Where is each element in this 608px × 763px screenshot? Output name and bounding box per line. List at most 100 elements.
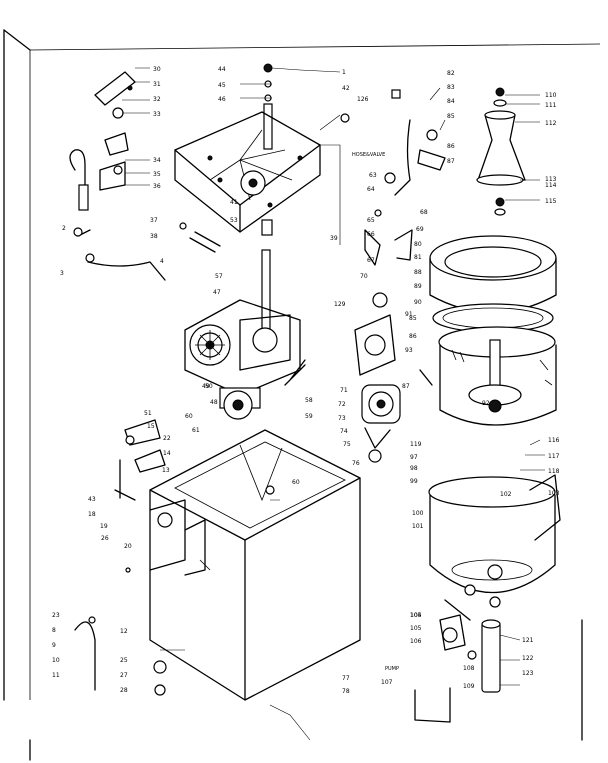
part-label: 77 (342, 675, 350, 682)
part-label: 8 (52, 627, 56, 634)
part-label: 105 (410, 625, 422, 632)
hose-valve-callout: HOSE&VALVE (352, 152, 385, 158)
part-label: 12 (120, 628, 128, 635)
part-label: 61 (192, 427, 200, 434)
part-label: 4 (160, 258, 164, 265)
part-label: 70 (360, 273, 368, 280)
leader-lines (122, 67, 545, 741)
part-label: 10 (52, 657, 60, 664)
wash-basket-and-ring (429, 235, 557, 426)
part-label: 114 (545, 182, 557, 189)
part-label: 116 (548, 437, 560, 444)
part-label: 108 (463, 665, 475, 672)
part-label: 59 (305, 413, 313, 420)
part-label: 87 (402, 383, 410, 390)
part-label: 97 (410, 454, 418, 461)
part-label: 30 (153, 66, 161, 73)
part-label: 101 (412, 523, 424, 530)
part-label: 58 (305, 397, 313, 404)
part-label: 2 (62, 225, 66, 232)
part-label: 129 (334, 301, 346, 308)
part-label: 49 (202, 383, 210, 390)
part-label: 9 (52, 642, 56, 649)
part-label: 64 (367, 186, 375, 193)
part-label: 76 (352, 460, 360, 467)
part-label: 45 (218, 82, 226, 89)
part-label: 46 (218, 96, 226, 103)
part-label: 32 (153, 96, 161, 103)
hose-and-valve-parts (340, 89, 471, 621)
part-label: 26 (101, 535, 109, 542)
part-label: 51 (144, 410, 152, 417)
part-label: 65 (367, 217, 375, 224)
part-label: 20 (124, 543, 132, 550)
part-labels-center: 126 129 39 48 50 85 87 86 71 72 73 74 75… (205, 96, 422, 695)
part-label: 60 (292, 479, 300, 486)
part-label: 43 (88, 496, 96, 503)
part-label: 121 (522, 637, 534, 644)
part-label: 115 (545, 198, 557, 205)
part-label: 38 (150, 233, 158, 240)
pump-callout: PUMP (385, 666, 399, 672)
part-label: 90 (414, 299, 422, 306)
part-label: 41 (230, 199, 238, 206)
part-label: 33 (153, 111, 161, 118)
part-label: 69 (416, 226, 424, 233)
part-label: 25 (120, 657, 128, 664)
part-label: 123 (522, 670, 534, 677)
part-labels-right: 110 111 112 113 114 115 116 117 118 119 … (410, 92, 560, 690)
part-label: 103 (548, 490, 560, 497)
part-label: 93 (405, 347, 413, 354)
part-label: 81 (414, 254, 422, 261)
part-label: 53 (230, 217, 238, 224)
outer-tub (428, 474, 561, 608)
part-label: 48 (210, 399, 218, 406)
part-label: 82 (447, 70, 455, 77)
part-label: 109 (463, 683, 475, 690)
part-label: 50 (205, 383, 213, 390)
part-label: 122 (522, 655, 534, 662)
part-label: 67 (367, 257, 375, 264)
part-label: 13 (162, 467, 170, 474)
part-label: 85 (409, 315, 417, 322)
part-label: 78 (342, 688, 350, 695)
part-label: 1 (342, 69, 346, 76)
part-label: 111 (545, 102, 557, 109)
part-label: 75 (343, 441, 351, 448)
part-label: 100 (412, 510, 424, 517)
part-label: 66 (367, 231, 375, 238)
part-label: 126 (357, 96, 369, 103)
part-label: 27 (120, 672, 128, 679)
part-label: 44 (218, 66, 226, 73)
part-label: 71 (340, 387, 348, 394)
part-labels-left: 30 31 32 33 34 35 36 2 3 4 37 38 57 47 4… (52, 66, 223, 694)
part-label: 68 (420, 209, 428, 216)
part-label: 92 (482, 400, 490, 407)
part-label: 104 (410, 612, 422, 619)
part-label: 14 (163, 450, 171, 457)
part-label: 15 (147, 423, 155, 430)
part-label: 31 (153, 81, 161, 88)
callout-labels: HOSE&VALVE PUMP (352, 152, 399, 672)
part-label: 72 (338, 401, 346, 408)
part-label: 118 (548, 468, 560, 475)
part-label: 35 (153, 171, 161, 178)
part-label: 88 (414, 269, 422, 276)
page-frame (3, 29, 601, 761)
part-label: 113 (545, 176, 557, 183)
agitator-top-assembly (174, 63, 321, 236)
part-label: 85 (447, 113, 455, 120)
part-label: 89 (414, 283, 422, 290)
agitator-cone (476, 87, 526, 216)
part-labels-right-top: 82 83 84 85 86 87 64 63 65 66 67 68 69 7… (360, 70, 490, 407)
part-label: 98 (410, 465, 418, 472)
part-label: 39 (330, 235, 338, 242)
part-label: 28 (120, 687, 128, 694)
part-label: 86 (409, 333, 417, 340)
part-label: 106 (410, 638, 422, 645)
part-label: 63 (369, 172, 377, 179)
part-label: 23 (52, 612, 60, 619)
part-label: 84 (447, 98, 455, 105)
part-label: 36 (153, 183, 161, 190)
part-label: 99 (410, 478, 418, 485)
